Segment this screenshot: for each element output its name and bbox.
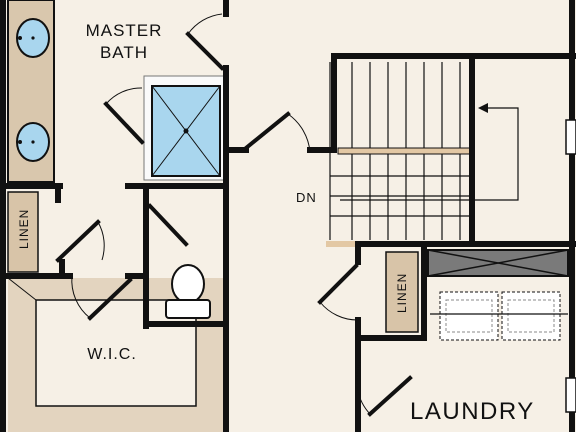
sink-upper [16,18,50,58]
linen-closet-right [385,251,419,333]
shelf-corner [7,277,37,301]
shower-drain [183,128,189,134]
stair-arrow-head [478,103,488,113]
linen-closet-left [7,191,39,273]
stair-bottom-tread [326,241,358,247]
stair-direction-line [340,107,519,201]
room-label-linen-right: LINEN [395,272,409,313]
hvac-x [427,249,569,277]
dryer [501,291,561,341]
window [565,377,576,413]
room-label-master-line2: BATH [99,43,149,62]
room-label-wic: W.I.C. [87,346,137,363]
sink-lower [16,122,50,162]
stair-direction-label: DN [296,190,317,205]
toilet [165,264,211,319]
room-label-master-line1: MASTER [85,21,163,40]
washer [439,291,499,341]
room-label-linen-left: LINEN [17,208,31,249]
window [565,119,576,155]
stair-landing-nosing [337,147,471,155]
room-label-laundry: LAUNDRY [410,398,535,425]
room-label-master-bath: MASTER BATH [72,20,176,64]
door-leaves [55,31,413,417]
door-swings [71,13,371,415]
